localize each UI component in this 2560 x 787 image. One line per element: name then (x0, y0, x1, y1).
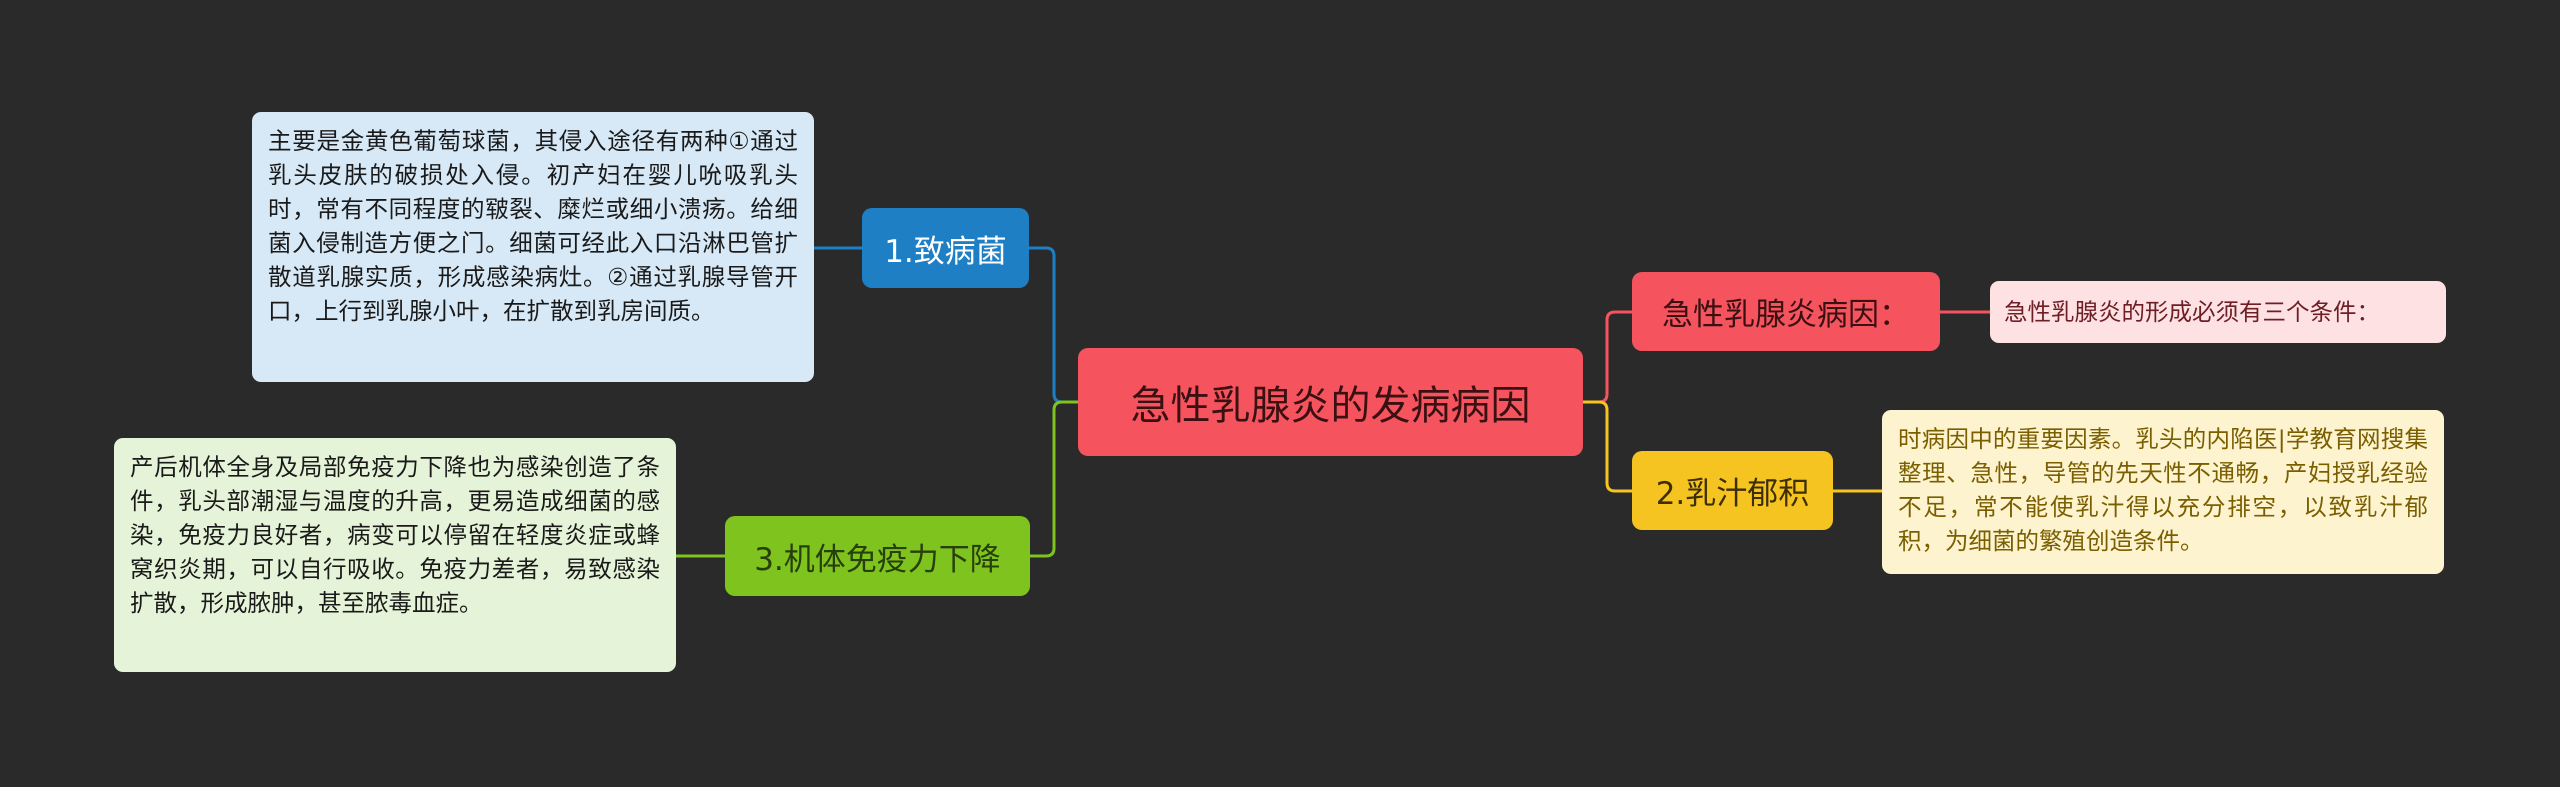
branch-milk-stasis[interactable]: 2.乳汁郁积 (1632, 451, 1833, 530)
branch-causative-bacteria[interactable]: 1.致病菌 (862, 208, 1029, 288)
connector-root-to-milk-stasis (1583, 400, 1632, 493)
note-immunity-decline[interactable]: 产后机体全身及局部免疫力下降也为感染创造了条件，乳头部潮湿与温度的升高，更易造成… (114, 438, 676, 672)
connector-root-to-causes (1583, 310, 1632, 404)
connector-root-to-causative-bacteria (1029, 246, 1078, 404)
connector-root-to-immunity (1030, 400, 1078, 558)
branch-immunity-decline[interactable]: 3.机体免疫力下降 (725, 516, 1030, 596)
note-milk-stasis[interactable]: 时病因中的重要因素。乳头的内陷医|学教育网搜集整理、急性，导管的先天性不通畅，产… (1882, 410, 2444, 574)
root-topic[interactable]: 急性乳腺炎的发病病因 (1078, 348, 1583, 456)
branch-mastitis-causes[interactable]: 急性乳腺炎病因： (1632, 272, 1940, 351)
note-mastitis-causes[interactable]: 急性乳腺炎的形成必须有三个条件： (1990, 281, 2446, 343)
note-causative-bacteria[interactable]: 主要是金黄色葡萄球菌，其侵入途径有两种①通过乳头皮肤的破损处入侵。初产妇在婴儿吮… (252, 112, 814, 382)
